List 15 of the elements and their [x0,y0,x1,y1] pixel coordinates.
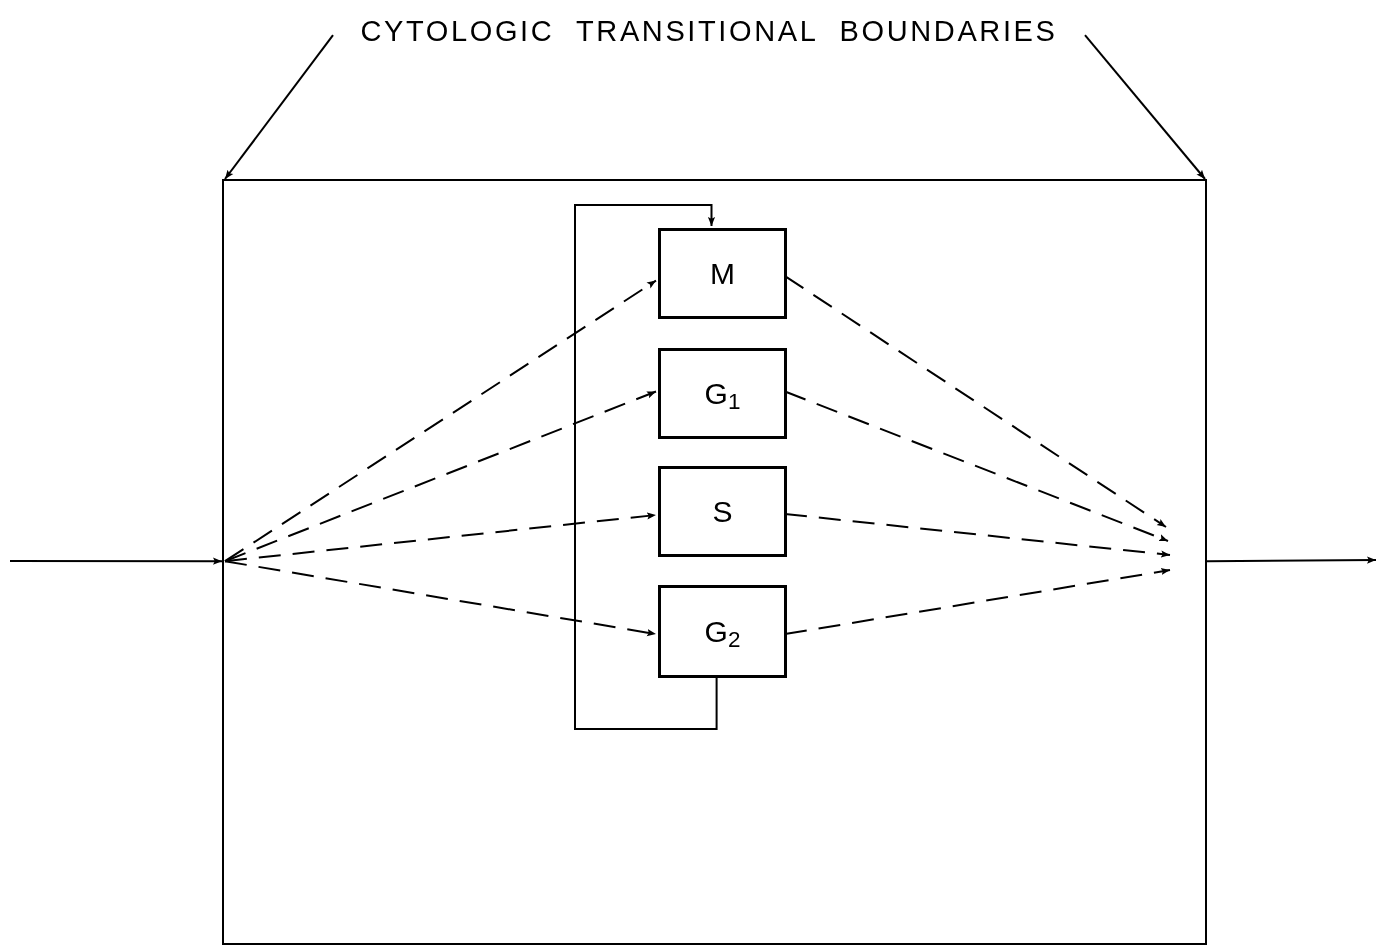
input-arrow [9,557,223,565]
dashed-arrow [224,279,657,563]
feedback-arrow [574,204,718,730]
output-arrow [1206,556,1377,564]
dashed-arrow [224,560,657,637]
leader-line [1084,34,1206,180]
dashed-arrow [224,512,657,563]
phase-box: G$_{1}$ [658,348,787,439]
phase-box: M [658,228,787,319]
title-label: CYTOLOGIC TRANSITIONAL BOUNDARIES [333,10,1085,52]
phase-box: S [658,466,787,557]
phase-box: G$_{2}$ [658,585,787,678]
leader-line [224,34,334,180]
boundary-box [222,179,1207,945]
dashed-arrow [224,390,657,563]
